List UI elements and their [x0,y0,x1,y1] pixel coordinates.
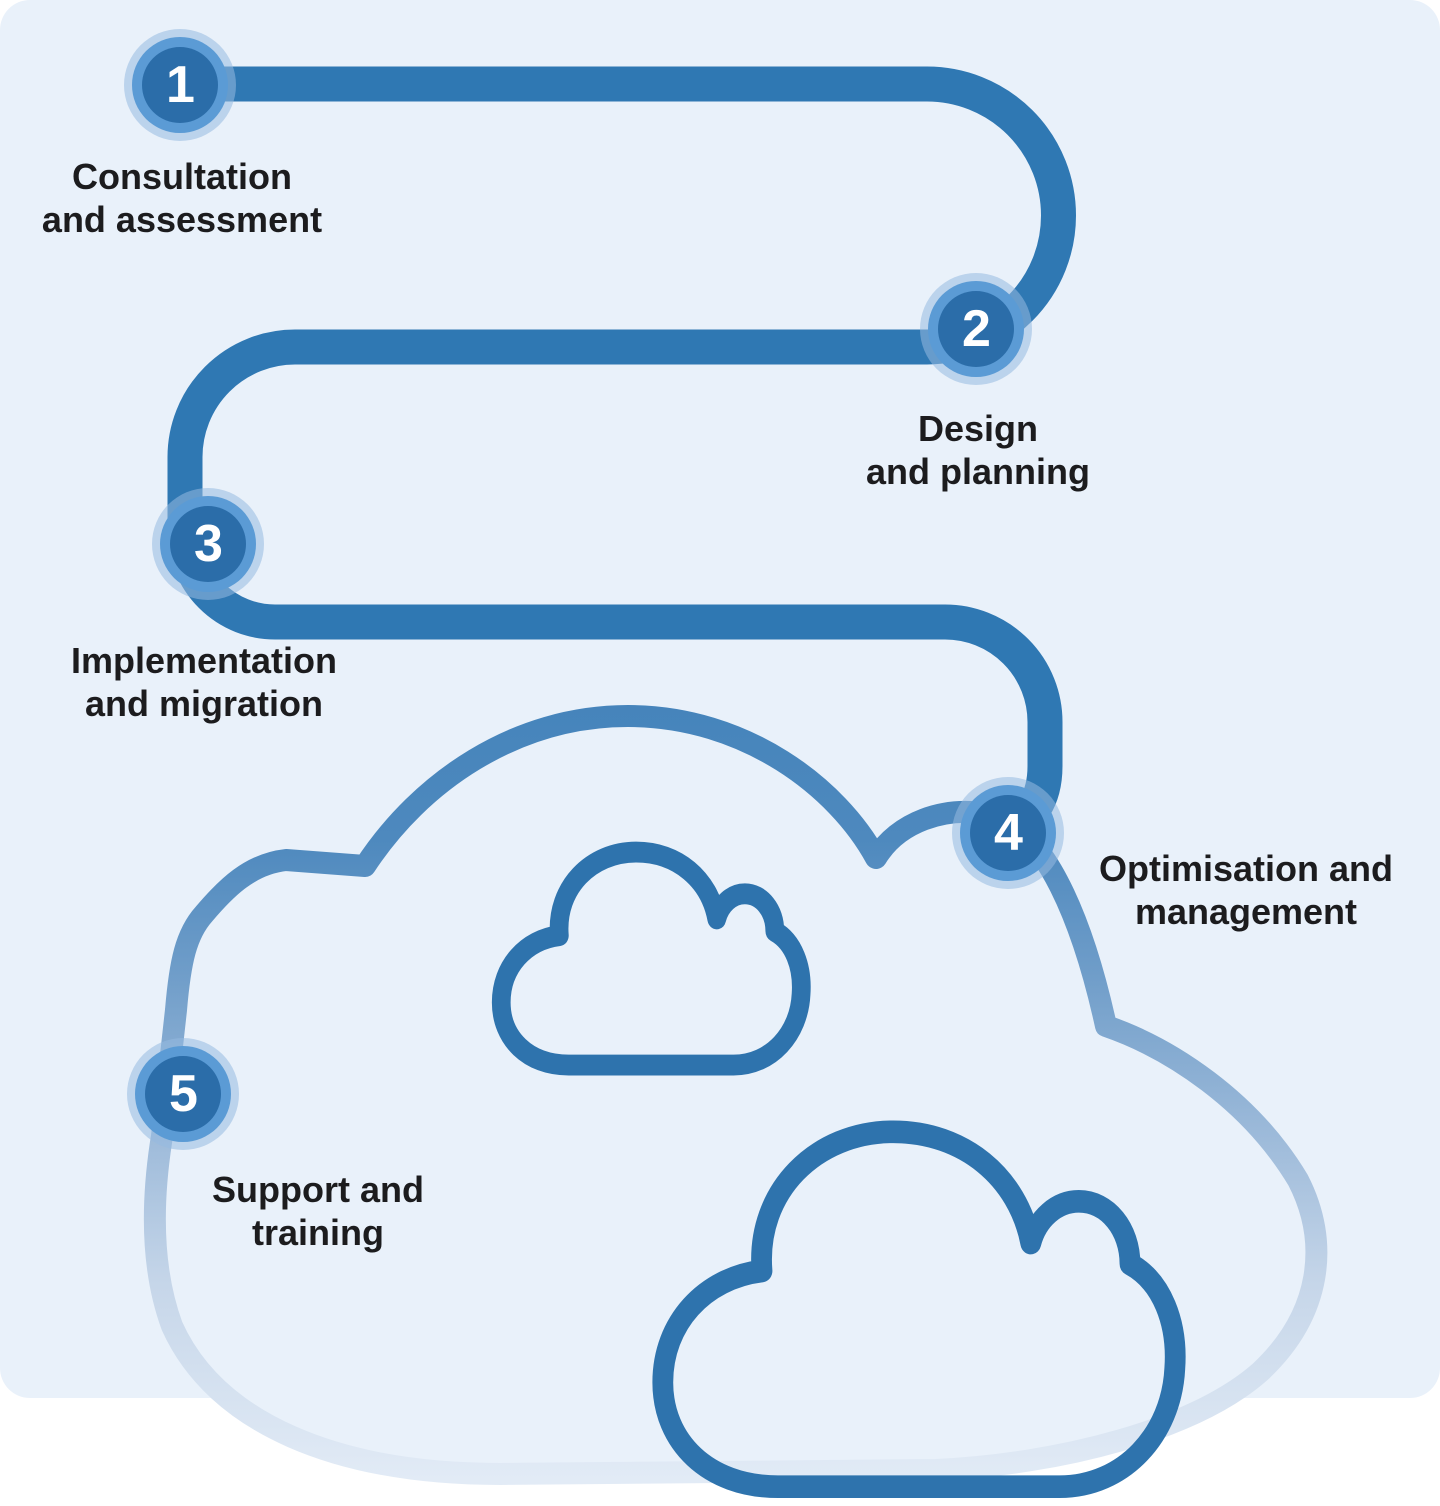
step-number-2: 2 [962,300,991,358]
step-label-1: Consultation and assessment [42,155,322,241]
step-label-2-line-2: and planning [866,451,1090,492]
step-label-3-line-2: and migration [84,683,323,724]
step-label-2-line-1: Design [917,408,1039,449]
step-label-1-line-1: Consultation [72,156,292,197]
step-node-5: 5 [145,1056,221,1132]
step-node-4: 4 [970,795,1046,871]
large-cloud-icon [652,1120,1186,1499]
step-number-3: 3 [194,515,223,573]
flow-path [167,66,1076,847]
step-label-1-line-2: and assessment [41,199,323,240]
step-label-5-line-2: training [251,1212,384,1253]
step-node-3: 3 [170,506,246,582]
step-label-4-line-1: Optimisation and [1098,848,1394,889]
step-label-4: Optimisation and management [1099,847,1393,933]
step-label-3: Implementation and migration [71,639,337,725]
step-label-5: Support and training [212,1168,424,1254]
step-label-5-line-1: Support and [212,1169,424,1210]
step-label-2: Design and planning [866,407,1090,493]
small-cloud-icon [491,841,811,1076]
step-node-2: 2 [938,291,1014,367]
step-node-1: 1 [142,47,218,123]
step-number-4: 4 [994,804,1023,862]
step-number-1: 1 [166,56,195,114]
step-label-4-line-2: management [1134,891,1358,932]
background-cloud-icon [143,705,1328,1485]
step-label-3-line-1: Implementation [70,640,338,681]
step-number-5: 5 [169,1065,198,1123]
